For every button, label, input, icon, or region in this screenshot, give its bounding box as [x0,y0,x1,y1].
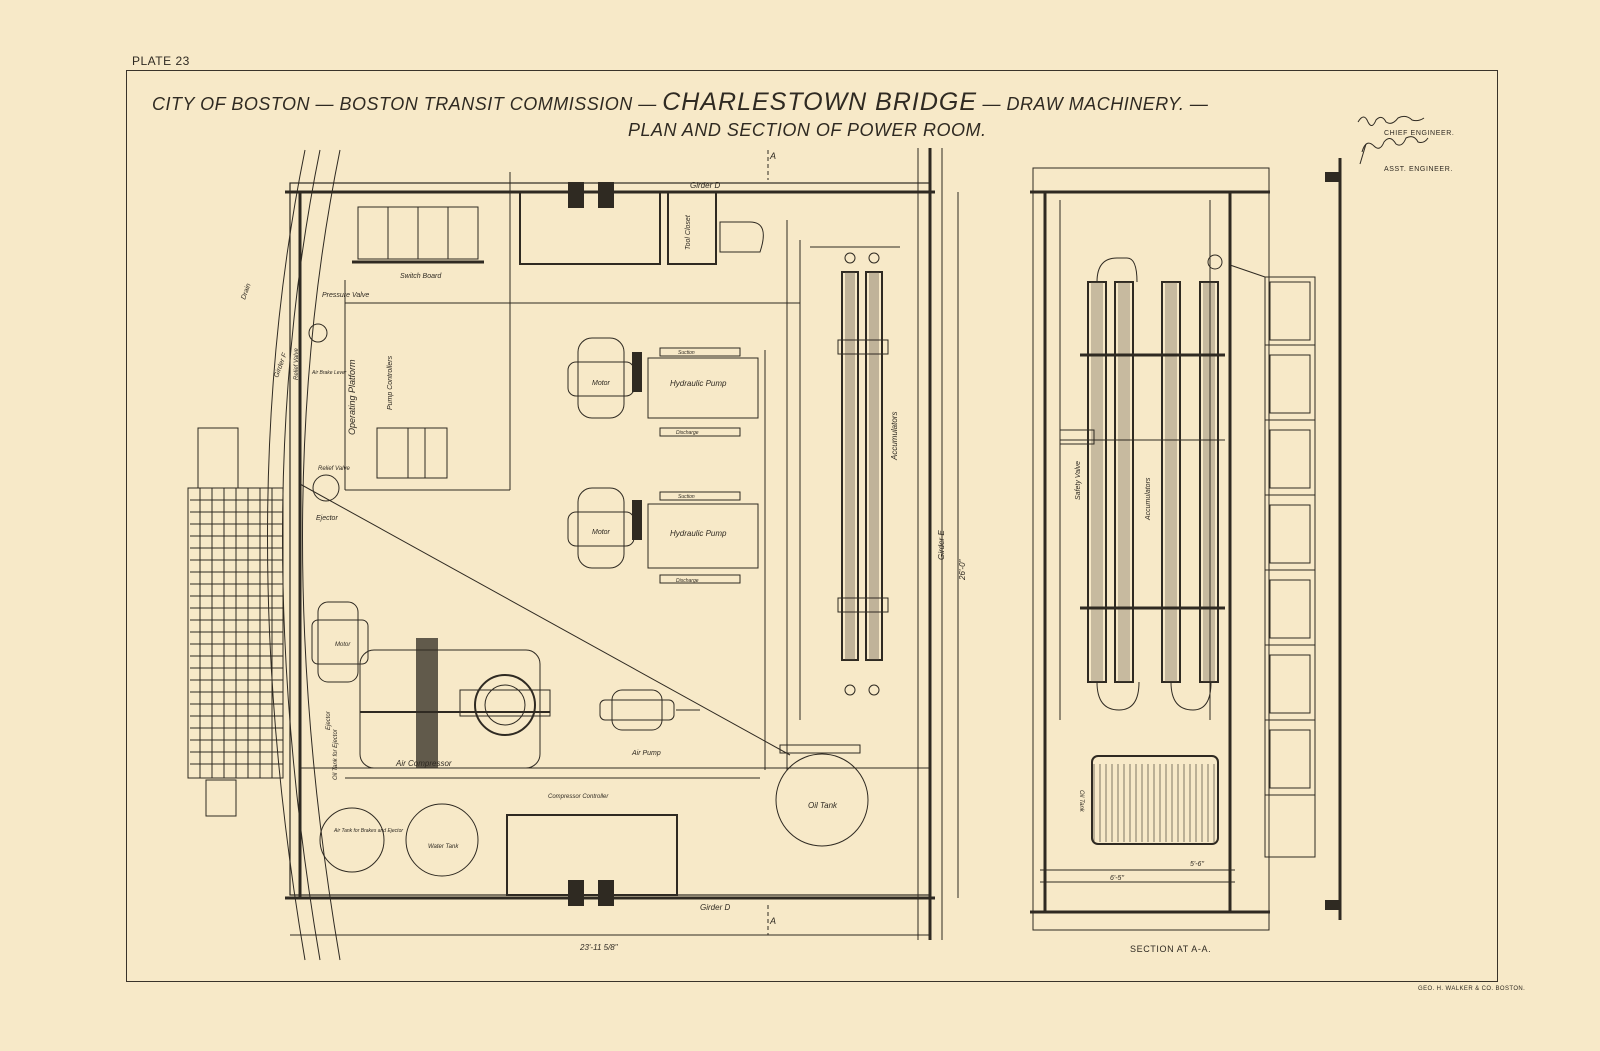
drum-arc-3 [302,149,341,961]
height-dimension: 26'-0" [958,558,967,581]
section-outline [1032,167,1270,931]
door-swing [719,221,764,253]
pressure-valve-label: Pressure Valve [322,292,369,299]
ejector-2-label: Ejector [326,710,332,730]
assistant-engineer-title: ASST. ENGINEER. [1384,166,1453,173]
motor-2-label: Motor [592,529,611,536]
pump-controllers-label: Pump Controllers [387,355,394,410]
switch-board [352,206,484,264]
plate-number: PLATE 23 [132,54,190,68]
relief-valve-1-label: Relief Valve [294,348,300,380]
accumulators-plan [837,252,889,696]
section-dim-1: 5'-6" [1190,861,1204,868]
section-mark-bottom: A [769,916,776,926]
plan-view: Switch Board Tool Closet [187,148,967,961]
drum-arc-1 [267,149,306,961]
title-part-1: CITY OF BOSTON — BOSTON TRANSIT COMMISSI… [152,94,663,114]
hydraulic-pump-1-label: Hydraulic Pump [670,379,727,388]
compressor-controller-box [506,814,678,896]
drawing-title-line-1: CITY OF BOSTON — BOSTON TRANSIT COMMISSI… [152,88,1352,117]
title-bridge-name: CHARLESTOWN BRIDGE [662,88,978,116]
relief-valve-wheel [312,474,340,502]
hydraulic-pump-2-label: Hydraulic Pump [670,529,727,538]
girder-d-top-label: Girder D [690,181,720,190]
oil-tank-for-ejector-label: Oil Tank for Ejector [333,728,339,780]
girder-e-label: Girder E [937,530,946,560]
switch-board-label: Switch Board [400,273,442,280]
section-oil-tank [1091,755,1219,845]
air-compressor-unit [311,601,551,769]
motor-1-label: Motor [592,380,611,387]
safety-valve-label: Safety Valve [1075,461,1082,500]
discharge-1-label: Discharge [676,430,699,436]
drawing-title-line-2: PLAN AND SECTION OF POWER ROOM. [628,120,987,140]
section-right-framing [1229,158,1342,920]
printer-imprint: GEO. H. WALKER & CO. BOSTON. [1418,986,1526,992]
accumulators-section [1080,254,1225,711]
air-tank-circle [319,807,385,873]
tool-closet-label: Tool Closet [685,214,692,250]
section-caption: SECTION AT A-A. [1130,944,1212,954]
section-view: Accumulators Safety Valve Oil Tank 5'-6"… [1030,158,1342,931]
width-dimension: 23'-11 5/8" [579,943,619,952]
section-mark-top: A [769,151,776,161]
water-tank-label: Water Tank [428,844,459,850]
suction-1-label: Suction [678,350,695,356]
pump-unit-1 [567,337,759,437]
oil-tank-circle [775,753,869,847]
ejector-1-label: Ejector [316,515,338,522]
deck-stair-hatching [187,427,284,817]
compressor-controller-label: Compressor Controller [548,794,609,800]
motor-3-label: Motor [335,642,351,648]
air-pump-unit [599,689,700,731]
section-dim-2: 6'-5" [1110,875,1124,882]
water-tank-circle [405,803,479,877]
relief-valve-2-label: Relief Valve [318,466,350,472]
girder-d-bottom-label: Girder D [700,903,730,912]
controller-box [376,427,448,479]
discharge-2-label: Discharge [676,578,699,584]
plan-outline [289,182,931,896]
top-girder-connectors [568,182,614,906]
section-oil-tank-label: Oil Tank [1078,790,1084,813]
suction-2-label: Suction [678,494,695,500]
air-compressor-label: Air Compressor [395,759,452,768]
oil-tank-label: Oil Tank [808,801,838,810]
top-box [519,191,661,265]
drawing-border [126,70,1498,982]
chief-engineer-title: CHIEF ENGINEER. [1384,130,1455,137]
accumulators-section-label: Accumulators [1145,477,1152,521]
tool-closet-box [667,191,717,265]
operating-platform-label: Operating Platform [347,359,357,435]
air-pump-label: Air Pump [631,750,661,757]
pump-unit-2 [567,487,759,584]
drain-label: Drain [240,282,252,300]
accumulators-plan-label: Accumulators [890,412,899,461]
pressure-valve-symbol [308,323,328,343]
air-brake-lever-label: Air Brake Lever [311,370,347,376]
air-tank-label: Air Tank for Brakes and Ejector [333,828,403,834]
title-part-3: — DRAW MACHINERY. — [977,94,1209,114]
